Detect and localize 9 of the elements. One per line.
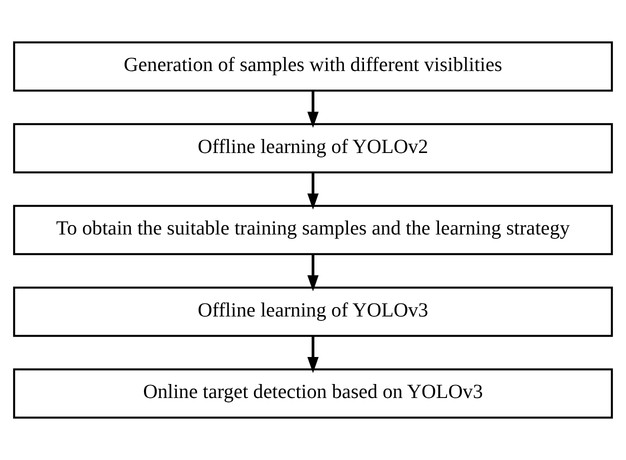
arrow bbox=[307, 90, 319, 128]
node-box: Offline learning of YOLOv2 bbox=[13, 123, 613, 174]
node-box: Online target detection based on YOLOv3 bbox=[13, 368, 613, 419]
arrow bbox=[307, 254, 319, 292]
node-box: Offline learning of YOLOv3 bbox=[13, 286, 613, 337]
arrow bbox=[307, 172, 319, 210]
arrow bbox=[307, 336, 319, 374]
node-box: To obtain the suitable training samples and the learning strategy bbox=[13, 204, 613, 256]
node-box: Generation of samples with different visiblities bbox=[13, 41, 613, 92]
